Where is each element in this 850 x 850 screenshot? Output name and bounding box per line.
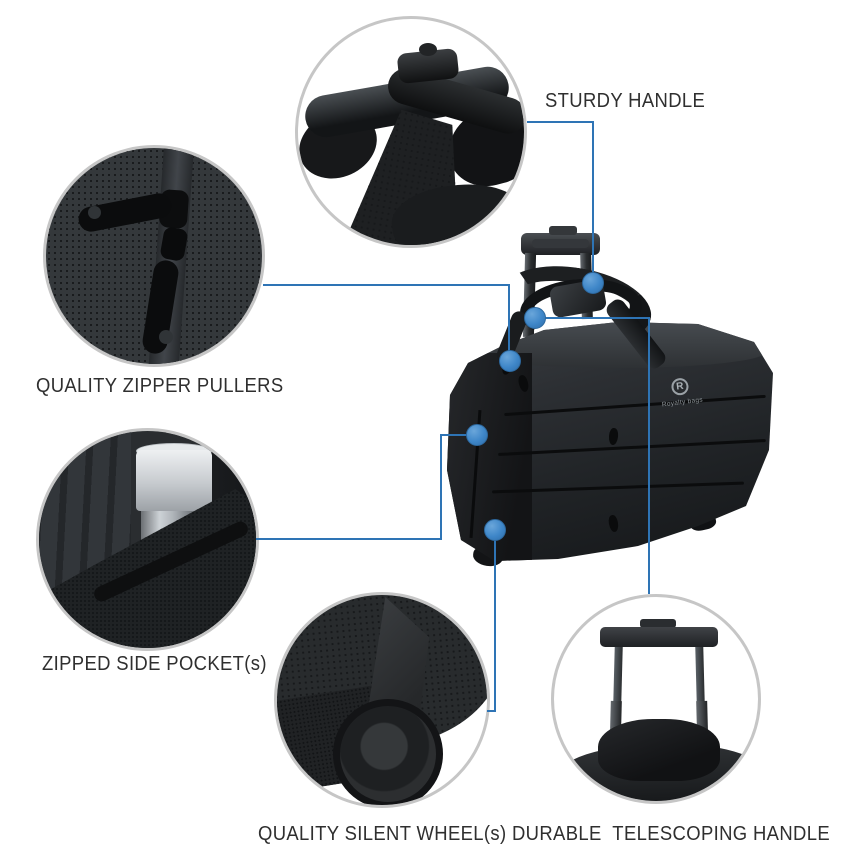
durable-telescoping-handle-label: DURABLE TELESCOPING HANDLE <box>512 822 830 845</box>
connector-side-pocket <box>440 434 442 540</box>
connector-zipper-pullers <box>508 284 510 352</box>
connector-side-pocket <box>256 538 442 540</box>
mesh-fabric-background <box>46 148 262 364</box>
zipper-puller-left-hole <box>88 206 101 219</box>
wheel <box>333 699 443 805</box>
connector-sturdy-handle <box>592 121 594 274</box>
feature-dot-telescoping-handle <box>524 307 546 329</box>
quality-zipper-pullers-label: QUALITY ZIPPER PULLERS <box>36 374 284 397</box>
connector-zipper-pullers <box>263 284 510 286</box>
zipped-side-pocket-label: ZIPPED SIDE POCKET(s) <box>42 652 267 675</box>
connector-wheel <box>487 710 496 712</box>
connector-sturdy-handle <box>527 121 594 123</box>
trolley-tube-left-upper <box>613 645 623 705</box>
handle-clamp-knob <box>419 43 437 56</box>
brand-name-text: Royalty bags <box>661 396 704 409</box>
brand-logo: R Royalty bags <box>648 374 717 423</box>
sturdy-handle-label: STURDY HANDLE <box>545 89 706 112</box>
feature-dot-side-pocket <box>466 424 488 446</box>
connector-telescoping-handle <box>648 317 650 594</box>
telescoping-handle-detail-circle <box>551 594 761 804</box>
connector-telescoping-handle <box>544 317 650 319</box>
brand-monogram-icon: R <box>670 377 690 397</box>
bag-trolley-handle-button <box>549 226 577 235</box>
feature-dot-sturdy-handle <box>582 272 604 294</box>
feature-dot-wheel <box>484 519 506 541</box>
wheel-detail-circle <box>274 592 490 808</box>
connector-wheel <box>494 539 496 712</box>
side-pocket-detail-circle <box>36 428 259 651</box>
handle-detail-circle <box>295 16 527 248</box>
zipper-pullers-detail-circle <box>43 145 265 367</box>
trolley-t-handle <box>600 627 718 647</box>
bottle-cap <box>136 450 212 511</box>
trolley-tube-right-upper <box>695 645 705 705</box>
zipper-puller-down-hole <box>159 330 173 344</box>
connector-side-pocket <box>441 434 469 436</box>
feature-dot-zipper-pullers <box>499 350 521 372</box>
trolley-handle-button <box>640 619 676 628</box>
quality-silent-wheel-label: QUALITY SILENT WHEEL(s) <box>258 822 507 845</box>
bag-trolley-handle-inner <box>532 239 589 248</box>
trolley-folded-fabric <box>598 719 720 781</box>
